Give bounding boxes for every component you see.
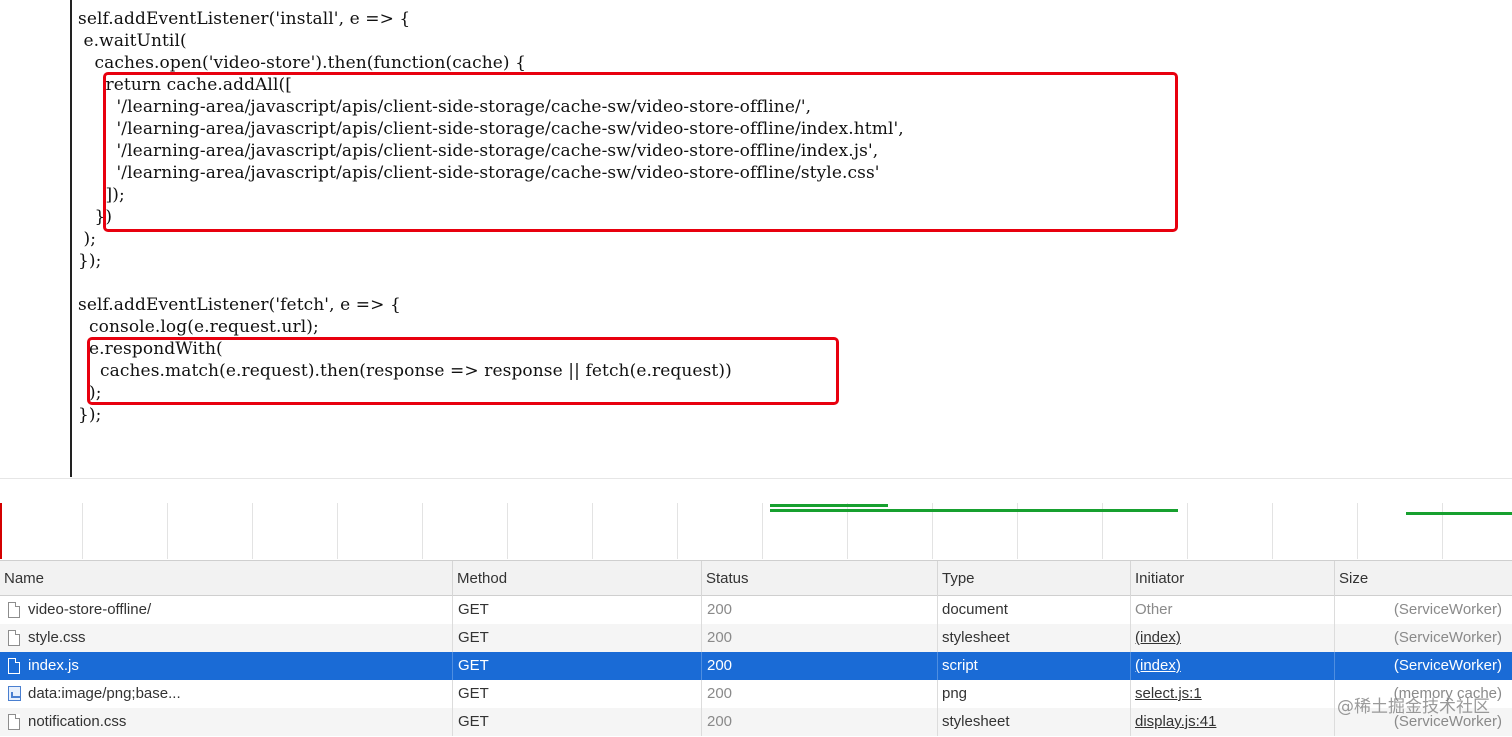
code-line: }); (78, 251, 102, 271)
request-status: 200 (702, 680, 938, 708)
image-file-icon (8, 686, 21, 701)
document-file-icon (8, 630, 20, 646)
code-editor: self.addEventListener('install', e => { … (70, 0, 1178, 477)
code-line: ]); (78, 185, 125, 205)
request-status: 200 (702, 652, 938, 680)
code-line: self.addEventListener('fetch', e => { (78, 295, 401, 315)
code-line (78, 272, 904, 294)
request-method: GET (453, 708, 702, 736)
request-status: 200 (702, 596, 938, 624)
waterfall-grid-line (167, 503, 168, 559)
request-name: notification.css (0, 708, 453, 736)
request-type: document (938, 596, 1131, 624)
waterfall-grid-line (847, 503, 848, 559)
column-header-method[interactable]: Method (453, 561, 702, 596)
table-row-selected[interactable]: index.js GET 200 script (index) (Service… (0, 652, 1512, 680)
network-waterfall (0, 478, 1512, 560)
column-header-size[interactable]: Size (1339, 570, 1369, 587)
code-line: e.waitUntil( (78, 31, 187, 51)
column-header-initiator[interactable]: Initiator (1131, 561, 1335, 596)
code-line: '/learning-area/javascript/apis/client-s… (78, 119, 904, 139)
waterfall-bar (1406, 512, 1512, 515)
network-requests-table: Name Method Status Type Initiator Size v… (0, 560, 1512, 737)
code-line: caches.match(e.request).then(response =>… (78, 361, 732, 381)
waterfall-bar (770, 509, 1178, 512)
waterfall-grid-line (1017, 503, 1018, 559)
request-method: GET (453, 624, 702, 652)
document-file-icon (8, 714, 20, 730)
request-status: 200 (702, 624, 938, 652)
waterfall-grid-line (1442, 503, 1443, 559)
waterfall-grid-line (82, 503, 83, 559)
request-type: stylesheet (938, 708, 1131, 736)
highlight-box-cache-addall (103, 72, 1178, 232)
code-line: }); (78, 405, 102, 425)
request-name: data:image/png;base... (0, 680, 453, 708)
column-header-status[interactable]: Status (702, 561, 938, 596)
waterfall-grid-line (507, 503, 508, 559)
column-header-type[interactable]: Type (938, 561, 1131, 596)
waterfall-grid-line (337, 503, 338, 559)
request-initiator: Other (1131, 596, 1335, 624)
request-size: (ServiceWorker) (1393, 601, 1502, 618)
request-method: GET (453, 596, 702, 624)
request-initiator-link[interactable]: display.js:41 (1131, 708, 1335, 736)
request-name: index.js (0, 652, 453, 680)
code-line: '/learning-area/javascript/apis/client-s… (78, 97, 812, 117)
waterfall-grid-line (1187, 503, 1188, 559)
column-header-name[interactable]: Name (0, 561, 453, 596)
code-line: e.respondWith( (78, 339, 223, 359)
request-initiator-link[interactable]: (index) (1131, 652, 1335, 680)
request-status: 200 (702, 708, 938, 736)
waterfall-grid-line (762, 503, 763, 559)
document-file-icon (8, 602, 20, 618)
waterfall-grid-line (677, 503, 678, 559)
request-method: GET (453, 680, 702, 708)
request-type: png (938, 680, 1131, 708)
waterfall-load-marker (0, 503, 2, 559)
waterfall-bar (770, 504, 888, 507)
code-line: ); (78, 229, 97, 249)
waterfall-grid-line (1272, 503, 1273, 559)
document-file-icon (8, 658, 20, 674)
code-line: '/learning-area/javascript/apis/client-s… (78, 141, 879, 161)
request-size: (ServiceWorker) (1393, 629, 1502, 646)
waterfall-grid-line (1102, 503, 1103, 559)
table-row[interactable]: style.css GET 200 stylesheet (index) (Se… (0, 624, 1512, 652)
request-name: style.css (0, 624, 453, 652)
request-type: stylesheet (938, 624, 1131, 652)
request-initiator-link[interactable]: select.js:1 (1131, 680, 1335, 708)
table-row[interactable]: notification.css GET 200 stylesheet disp… (0, 708, 1512, 736)
code-gutter-divider (70, 0, 72, 477)
table-row[interactable]: video-store-offline/ GET 200 document Ot… (0, 596, 1512, 624)
request-size: (ServiceWorker) (1393, 713, 1502, 730)
waterfall-grid-line (252, 503, 253, 559)
code-line: self.addEventListener('install', e => { (78, 9, 411, 29)
waterfall-grid-line (1357, 503, 1358, 559)
request-type: script (938, 652, 1131, 680)
code-line: '/learning-area/javascript/apis/client-s… (78, 163, 880, 183)
request-method: GET (453, 652, 702, 680)
request-name: video-store-offline/ (0, 596, 453, 624)
request-size: (memory cache) (1393, 685, 1502, 702)
request-initiator-link[interactable]: (index) (1131, 624, 1335, 652)
table-header: Name Method Status Type Initiator Size (0, 560, 1512, 596)
waterfall-grid-line (592, 503, 593, 559)
waterfall-grid-line (422, 503, 423, 559)
code-line: caches.open('video-store').then(function… (78, 53, 527, 73)
code-lines: self.addEventListener('install', e => { … (78, 8, 904, 426)
table-row[interactable]: data:image/png;base... GET 200 png selec… (0, 680, 1512, 708)
code-line: return cache.addAll([ (78, 75, 292, 95)
watermark: @稀土掘金技术社区 (1337, 697, 1490, 717)
code-line: ); (78, 383, 102, 403)
waterfall-grid-line (932, 503, 933, 559)
request-size: (ServiceWorker) (1393, 657, 1502, 674)
code-line: console.log(e.request.url); (78, 317, 319, 337)
highlight-box-respondwith (87, 337, 839, 405)
